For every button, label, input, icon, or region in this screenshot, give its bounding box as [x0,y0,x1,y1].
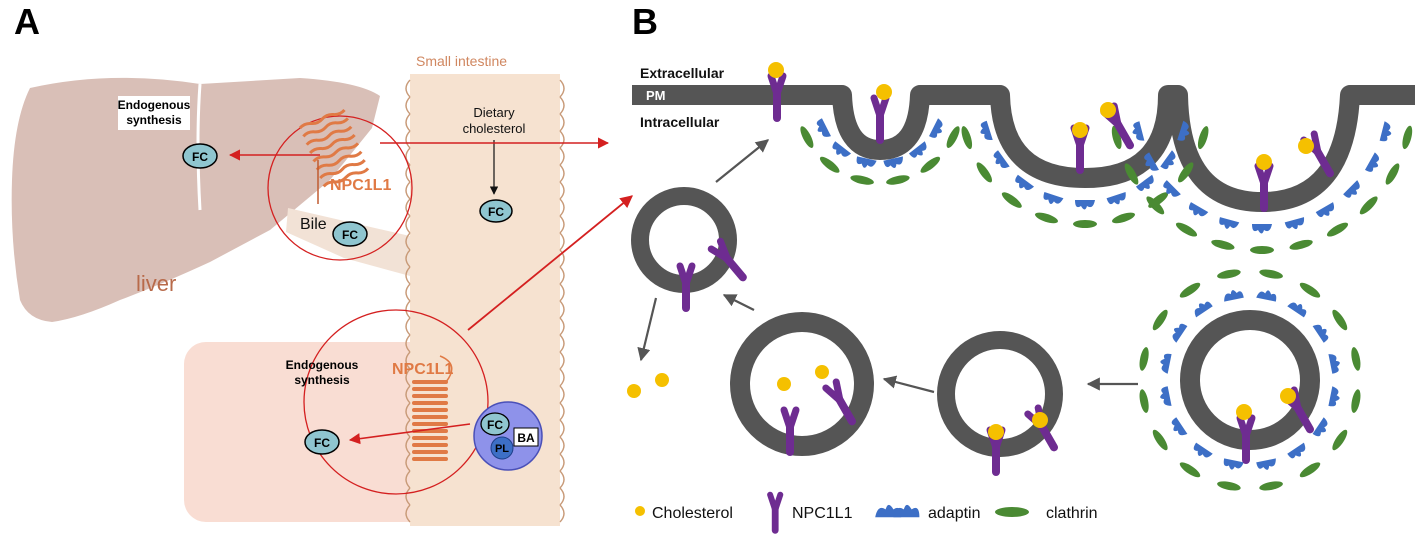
enterocyte-circle [303,309,489,495]
endosome-vesicle [730,312,874,456]
bile-label: Bile [300,216,327,233]
arrow-to-membrane [715,139,770,183]
pl-circle [490,436,514,460]
arrow-to-endosome [882,375,935,394]
pm-label: PM [646,88,666,103]
uncoated-vesicle-npc1l1 [988,408,1059,472]
arrow-micelle-to-b [467,195,633,331]
plasma-membrane [632,85,1415,212]
ba-label: BA [517,431,535,445]
fc-bile [332,221,368,247]
legend-cholesterol-swatch [635,506,645,516]
legend-clathrin-swatch [995,507,1029,517]
legend-cholesterol-label: Cholesterol [652,505,733,522]
arrow-release-cholesterol [637,297,658,362]
hepatocyte-circle [267,115,413,261]
dietary-label-1: Dietary [473,105,515,120]
legend-clathrin-label: clathrin [1046,505,1098,522]
pit3-npc1l1 [1256,134,1335,208]
liver-shape [11,77,381,322]
fc-enterocyte [304,429,340,455]
membrane-npc1l1-1 [768,62,784,118]
fc-enterocyte-label: FC [314,436,330,450]
endogenous-top-bg [118,96,190,130]
fc-liver-label: FC [192,150,208,164]
pit1-npc1l1 [874,84,892,140]
endogenous-top-1: Endogenous [118,98,191,112]
villi-left [405,79,411,523]
ba-box [513,427,539,447]
legend-npc1l1-label: NPC1L1 [792,505,853,522]
dietary-label-2: cholesterol [463,121,526,136]
endogenous-top-2: synthesis [126,113,182,127]
npc1l1-hepatic-label: NPC1L1 [330,177,391,194]
fc-liver [182,143,218,169]
fc-dietary-label: FC [488,205,504,219]
endosome-contents [777,365,857,452]
legend-adaptin-label: adaptin [928,505,981,522]
free-cholesterol-1 [627,384,641,398]
legend-npc1l1-swatch [770,495,780,531]
npc1l1-intestinal-helix [412,355,453,461]
pit2-npc1l1 [1072,102,1135,170]
pl-label: PL [495,443,509,455]
panel-b-letter: B [632,1,658,42]
endogenous-bottom-2: synthesis [294,373,350,387]
extracellular-label: Extracellular [640,65,725,81]
intracellular-label: Intracellular [640,114,720,130]
coated-vesicle-npc1l1 [1236,388,1315,460]
panel-a-letter: A [14,1,40,42]
fc-micelle-label: FC [487,418,503,432]
free-cholesterol-2 [655,373,669,387]
endogenous-bottom-1: Endogenous [286,358,359,372]
small-intestine-label: Small intestine [416,53,507,69]
arrow-to-enterocyte-fc [348,423,471,445]
npc1l1-intestinal-label: NPC1L1 [392,361,453,378]
fc-bile-label: FC [342,228,358,242]
fc-micelle [480,412,510,436]
fc-dietary [479,199,513,223]
arrow-to-recycling [722,294,755,311]
liver-label: liver [136,271,176,296]
legend: Cholesterol NPC1L1 adaptin clathrin [635,495,1098,531]
legend-adaptin-swatch [875,504,920,518]
villi-right [559,79,565,523]
